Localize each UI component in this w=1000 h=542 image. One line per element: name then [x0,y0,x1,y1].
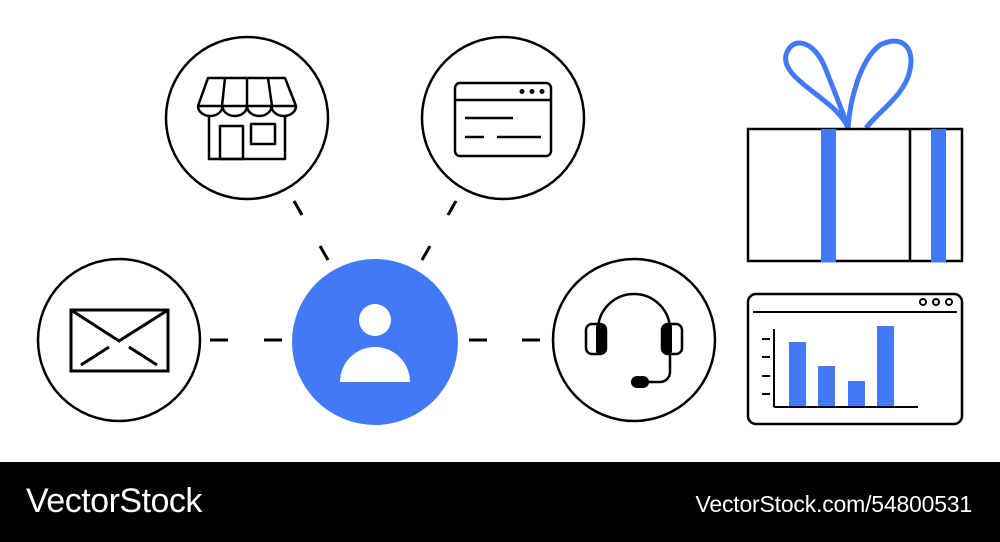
gift-box-icon [746,38,964,263]
connector-lines [210,200,540,342]
user-icon [340,304,410,382]
watermark-footer: VectorStock VectorStock.com/54800531 [0,462,1000,542]
headset-node [551,257,717,423]
brand-logo-text: VectorStock [26,482,202,520]
envelope-icon [69,308,170,373]
storefront-node [164,35,330,201]
storefront-icon [196,76,298,161]
image-url-text: VectorStock.com/54800531 [695,491,973,517]
bar-chart-window-icon [746,292,964,426]
envelope-node [36,257,202,423]
browser-window-icon [453,81,553,158]
browser-node [420,35,586,201]
illustration-canvas [36,35,964,426]
user-node [292,259,458,425]
headset-icon [584,292,684,388]
